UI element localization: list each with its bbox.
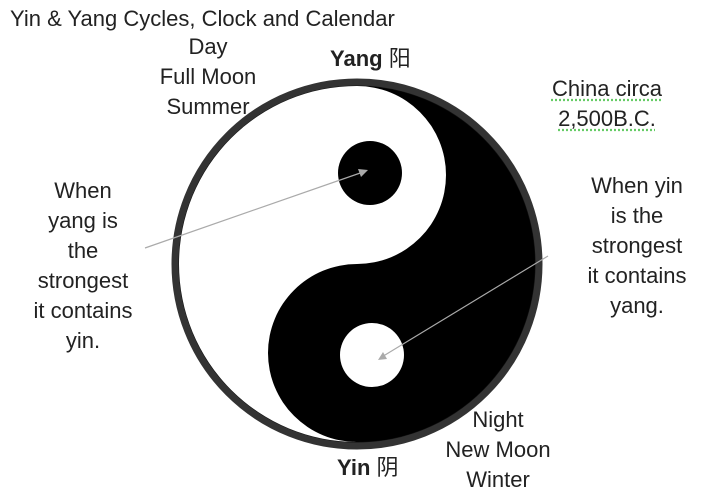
right-arrow — [379, 255, 549, 359]
left-arrow — [144, 170, 367, 249]
yin-associations: Night New Moon Winter — [430, 405, 566, 495]
left-arrowhead — [358, 169, 368, 177]
yang-line: Summer — [166, 94, 250, 119]
right-note-line: When yin — [591, 173, 683, 198]
yang-associations: Day Full Moon Summer — [148, 32, 268, 122]
left-note-line: yang is — [48, 208, 118, 233]
right-note-line: it contains — [587, 263, 687, 288]
yang-heading: Yang 阳 — [330, 44, 411, 74]
yin-line: Night — [472, 407, 524, 432]
yin-line: Winter — [466, 467, 530, 492]
yin-char: 阴 — [376, 455, 399, 480]
yin-label: Yin — [337, 455, 371, 480]
yang-line: Full Moon — [159, 64, 257, 89]
left-note-line: When — [54, 178, 112, 203]
yang-dot — [340, 323, 404, 387]
right-note-line: is the — [610, 203, 664, 228]
yin-dot — [338, 141, 402, 205]
left-note: When yang is the strongest it contains y… — [13, 176, 153, 356]
left-note-line: yin. — [65, 328, 101, 353]
slide-title: Yin & Yang Cycles, Clock and Calendar — [10, 6, 395, 31]
yin-heading: Yin 阴 — [337, 453, 399, 483]
origin-line: 2,500B.C. — [558, 106, 656, 131]
right-note-line: strongest — [591, 233, 683, 258]
left-note-line: strongest — [37, 268, 129, 293]
right-note-line: yang. — [610, 293, 664, 318]
yang-char: 阳 — [388, 46, 411, 71]
yang-line: Day — [188, 34, 228, 59]
right-note: When yin is the strongest it contains ya… — [567, 171, 707, 321]
left-note-line: the — [67, 238, 99, 263]
origin-note: China circa 2,500B.C. — [532, 74, 682, 134]
yin-line: New Moon — [445, 437, 551, 462]
left-note-line: it contains — [33, 298, 133, 323]
yang-label: Yang — [330, 46, 383, 71]
origin-line: China circa — [551, 76, 663, 101]
right-arrowhead — [378, 352, 387, 360]
